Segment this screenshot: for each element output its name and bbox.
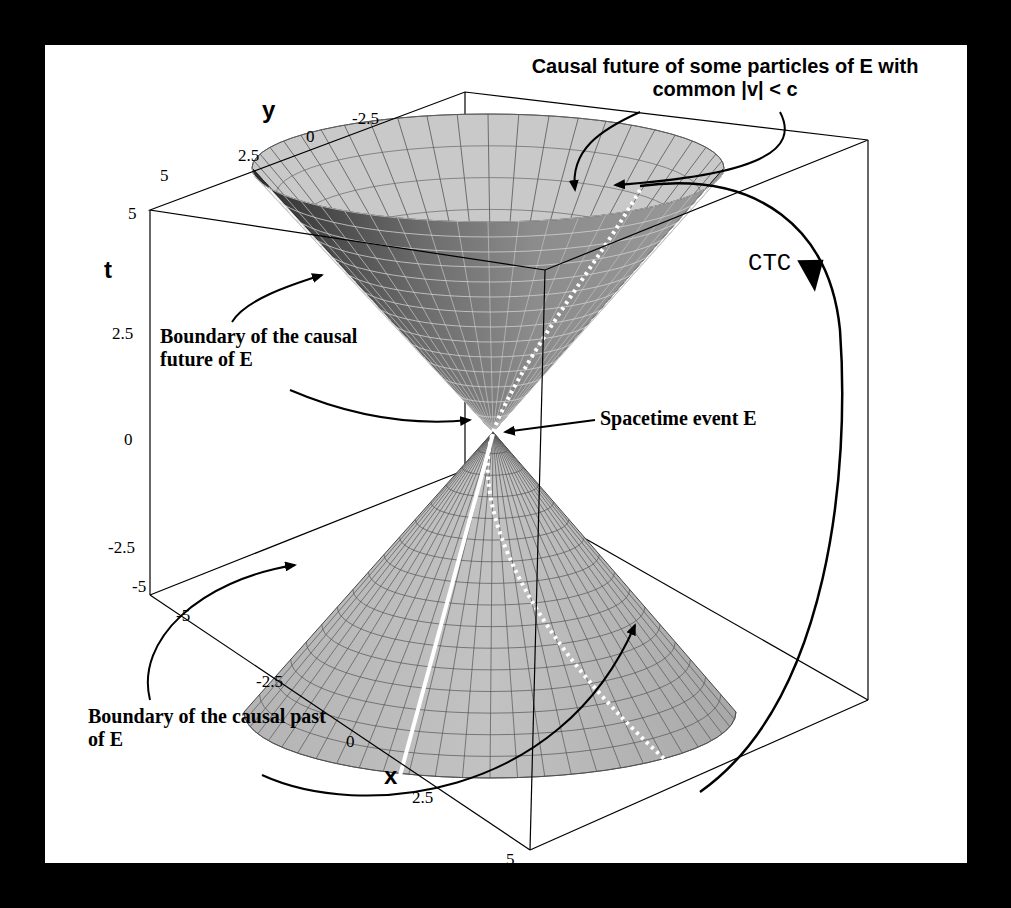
cone-grid-line [355, 281, 625, 312]
tick-label: 5 [506, 850, 515, 870]
cone-grid-line [286, 206, 691, 252]
cone-grid-line [459, 394, 526, 402]
axis-name: x [384, 762, 397, 790]
worldline [392, 434, 493, 805]
cone-grid-line [353, 590, 630, 627]
cone-grid-line [291, 660, 691, 714]
leader-arrows [148, 112, 785, 796]
tick-label: 0 [306, 127, 315, 147]
curve-label: CTC [748, 250, 791, 278]
cone-interior [252, 114, 724, 432]
tick-label: 2.5 [412, 788, 433, 808]
cone-grid-line [252, 114, 724, 168]
cone-grid-line [400, 537, 585, 562]
cone-grid-line [476, 413, 510, 417]
cone-grid-line [407, 338, 576, 357]
cone-grid-line [390, 319, 592, 342]
ctc-arrowhead [797, 256, 829, 294]
ctc-dotted-path [488, 190, 700, 790]
cone-grid-line [321, 130, 493, 432]
cone-grid-line [373, 300, 609, 327]
axis-name: y [262, 96, 275, 124]
cone-grid-line [269, 187, 707, 237]
tick-label: 2.5 [238, 146, 259, 166]
annotation: Boundary of the causal past of E [88, 705, 328, 751]
cone-grid-line [306, 642, 675, 692]
tick-label: -2.5 [256, 672, 283, 692]
cone-grid-line [462, 467, 524, 475]
tick-label: 5 [160, 166, 169, 186]
tick-label: -5 [132, 577, 146, 597]
tick-label: 2.5 [112, 324, 133, 344]
cone-grid-line [369, 572, 615, 605]
cone-grid-line [275, 677, 706, 735]
cone-grid-line [337, 607, 645, 648]
cone-grid-line [322, 625, 660, 670]
cone-grid-line [321, 243, 658, 282]
causal-future-cone [252, 114, 724, 432]
ctc-curve [640, 183, 842, 792]
cone-grid-line [384, 555, 599, 584]
cone-grid-line [304, 225, 675, 267]
axis-name: t [104, 256, 112, 284]
white-panel [45, 45, 967, 863]
cone-grid-line [276, 146, 701, 195]
cone-grid-line [446, 485, 538, 497]
tick-label: 0 [124, 430, 133, 450]
cone-grid-line [441, 375, 542, 387]
tick-label: 5 [128, 204, 137, 224]
annotation: Causal future of some particles of E wit… [505, 55, 945, 101]
cone-grid-line [477, 450, 508, 454]
cone-front-surface [252, 168, 724, 432]
annotation: Boundary of the causal future of E [160, 325, 390, 371]
cone-grid-line [252, 168, 724, 222]
tick-label: -2.5 [108, 538, 135, 558]
cone-grid-line [338, 262, 641, 297]
tick-label: 0 [346, 732, 355, 752]
annotation: Spacetime event E [600, 407, 757, 430]
cone-grid-line [424, 357, 559, 372]
cone-grid-line [415, 520, 569, 541]
tick-label: -2.5 [352, 109, 379, 129]
tick-label: -5 [176, 606, 190, 626]
plot-box-front [150, 92, 868, 850]
